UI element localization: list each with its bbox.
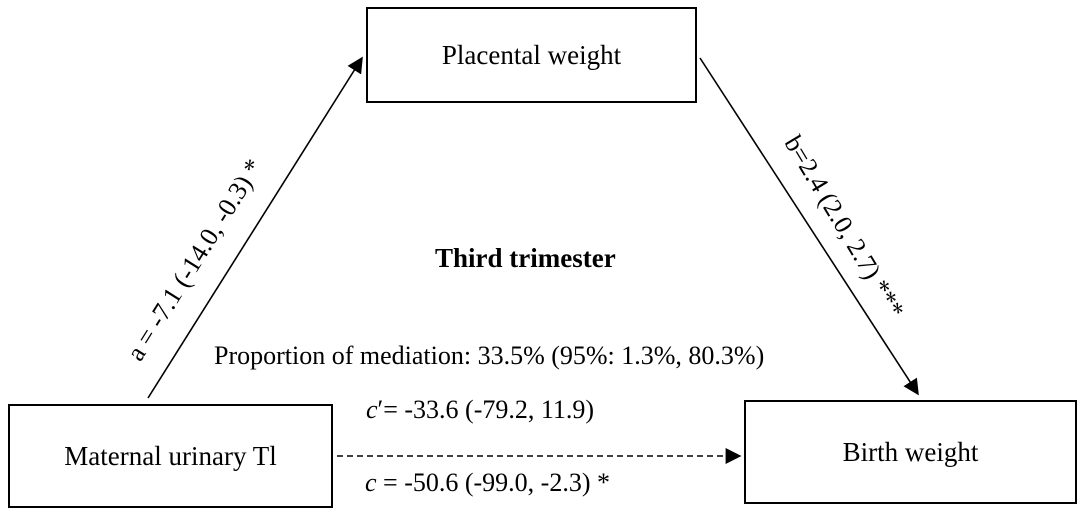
birth-weight-box: Birth weight (744, 400, 1077, 504)
placental-weight-label: Placental weight (441, 39, 622, 70)
diagram-title: Third trimester (435, 243, 616, 273)
arrow-a (147, 56, 363, 399)
birth-weight-label: Birth weight (842, 436, 979, 467)
c-prime-mark: ′ (377, 395, 384, 424)
c-prime-symbol: c (366, 395, 378, 424)
c-symbol: c (365, 468, 377, 497)
c-path-label: c = -50.6 (-99.0, -2.3) * (365, 470, 610, 496)
c-prime-value: = -33.6 (-79.2, 11.9) (383, 395, 595, 424)
c-prime-path-label: c′= -33.6 (-79.2, 11.9) (366, 397, 594, 423)
maternal-urinary-tl-label: Maternal urinary Tl (64, 440, 277, 471)
placental-weight-box: Placental weight (366, 7, 697, 103)
proportion-of-mediation: Proportion of mediation: 33.5% (95%: 1.3… (214, 341, 765, 370)
c-value: = -50.6 (-99.0, -2.3) * (376, 468, 611, 497)
maternal-urinary-tl-box: Maternal urinary Tl (8, 404, 333, 508)
arrow-b (699, 57, 919, 396)
